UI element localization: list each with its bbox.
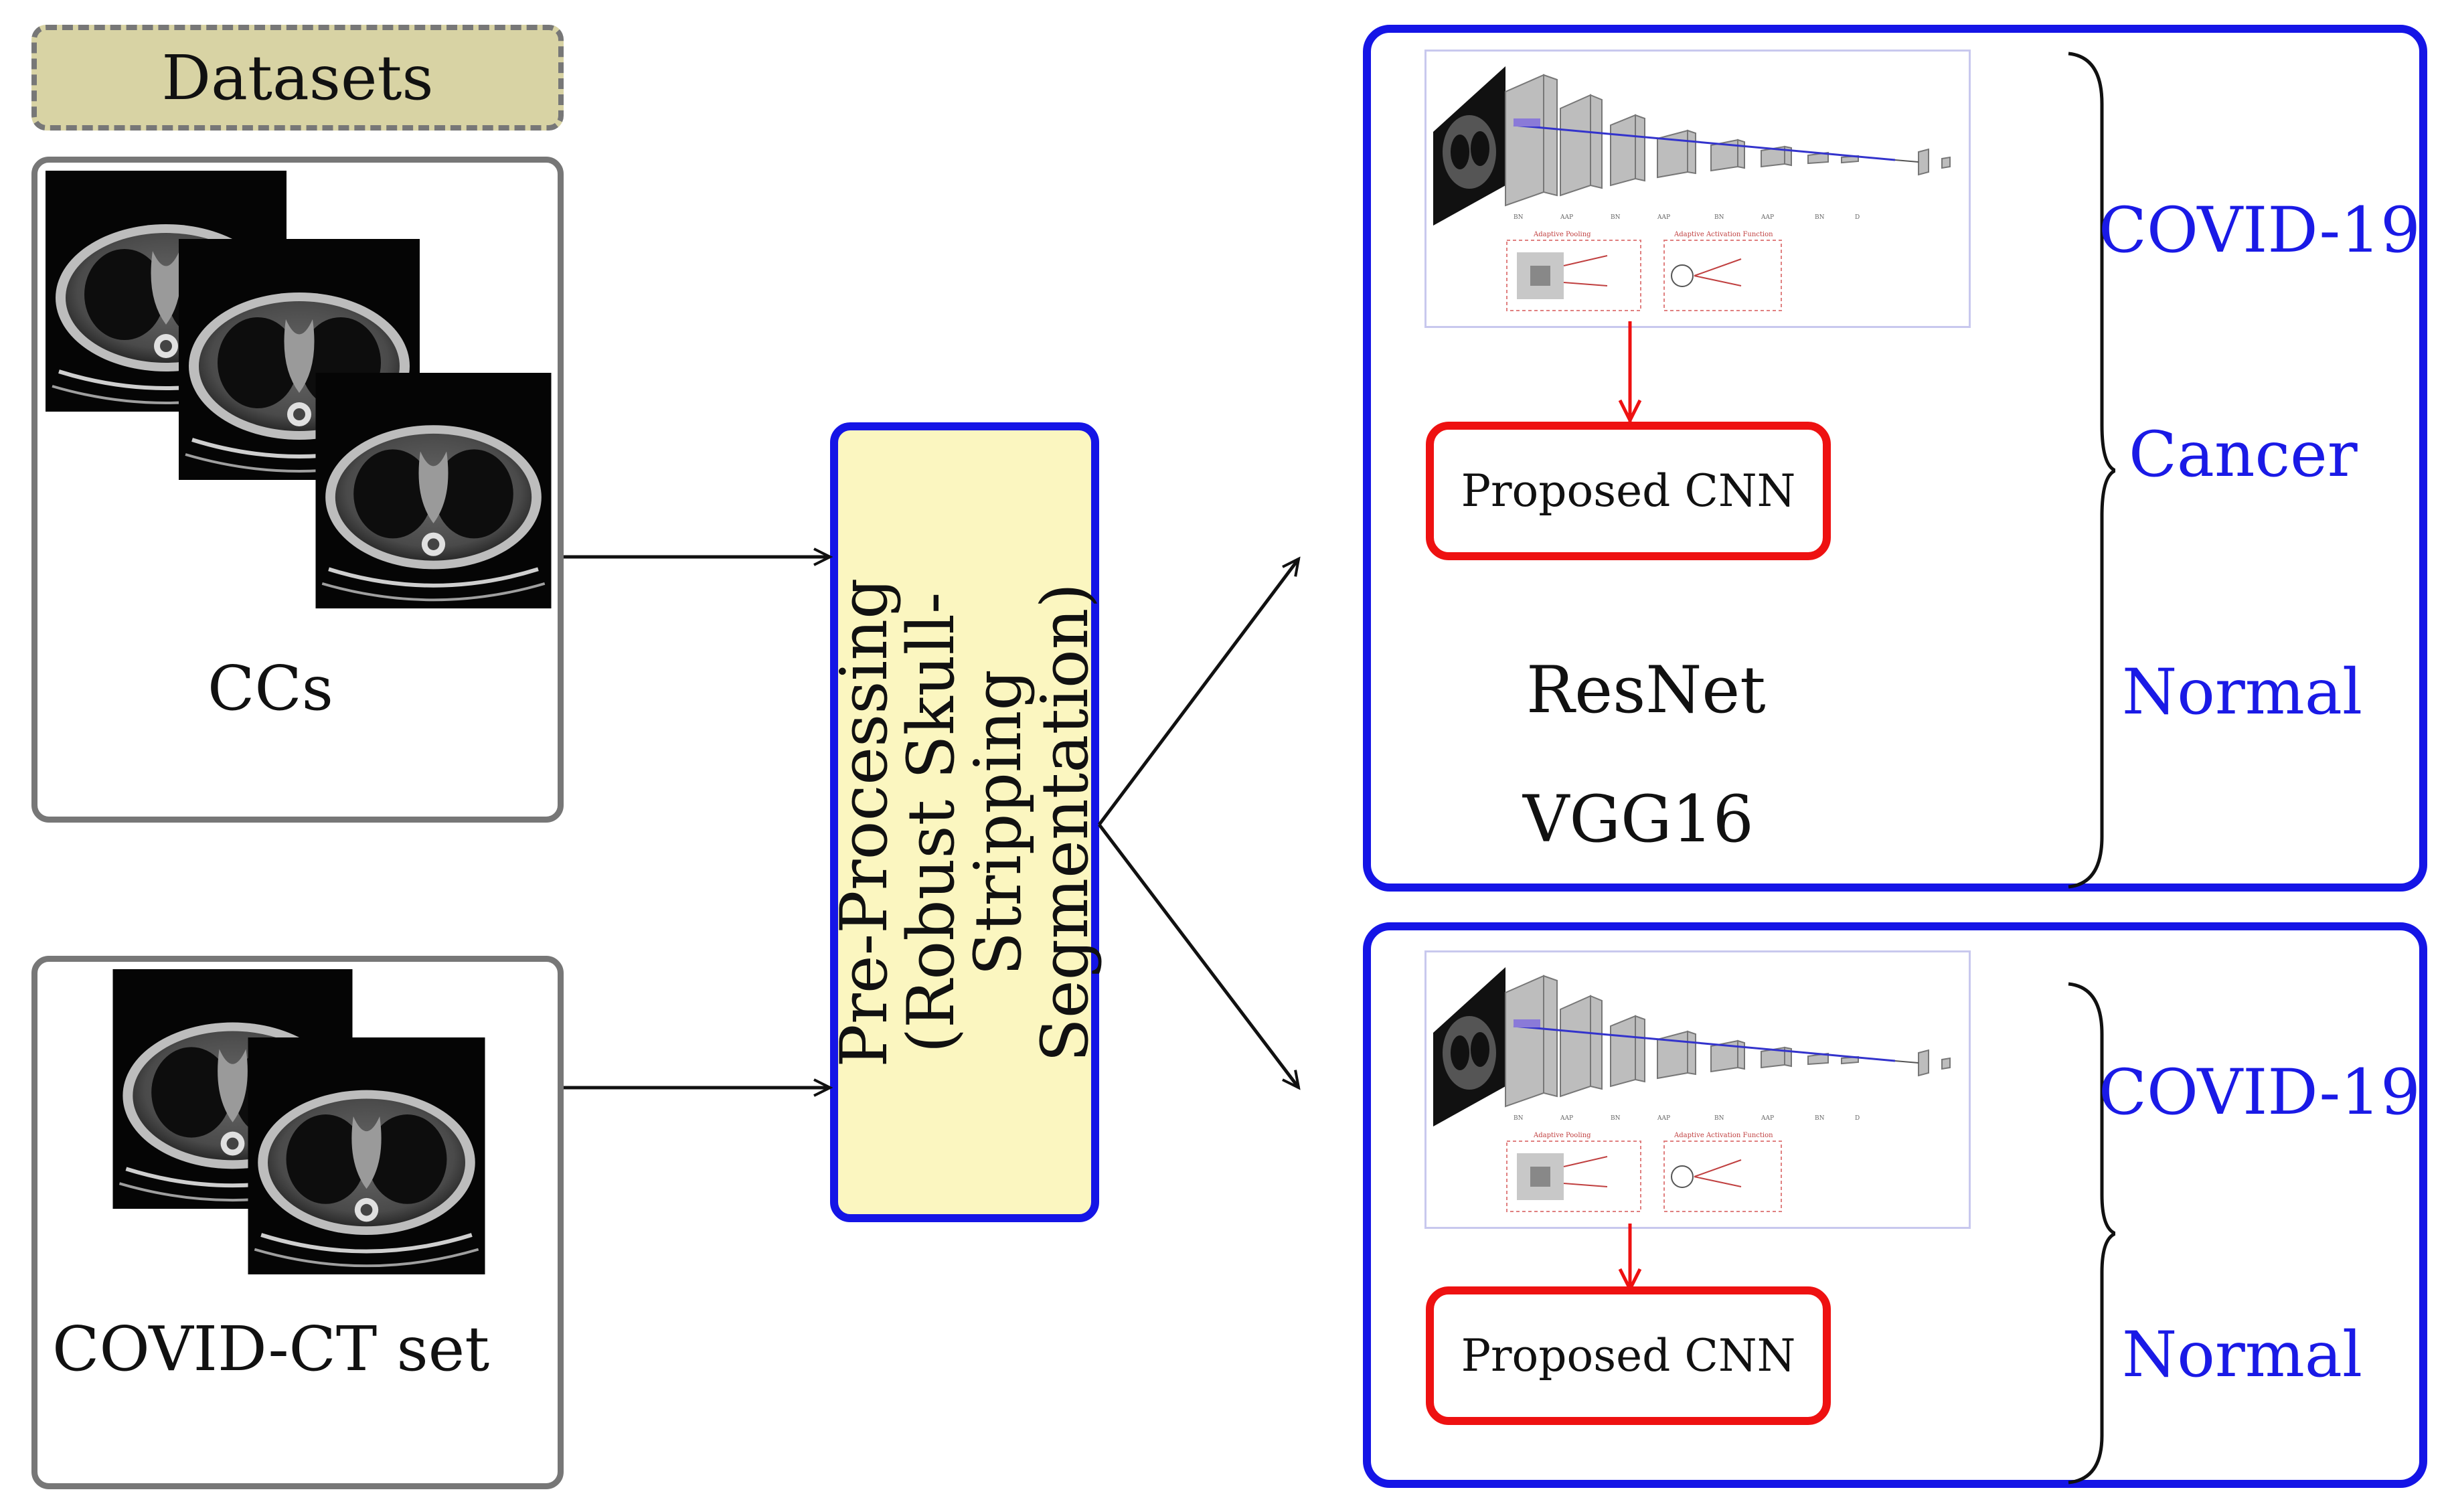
bottom-proposed-cnn-label: Proposed CNN — [1461, 1330, 1796, 1381]
bottom-cnn-architecture-image — [1424, 950, 1971, 1229]
covid-ct-label: COVID-CT set — [52, 1313, 490, 1385]
bottom-class-covid19: COVID-19 — [2099, 1056, 2421, 1129]
top-proposed-cnn-label: Proposed CNN — [1461, 465, 1796, 517]
preprocessing-to-top-arrow — [1098, 559, 1299, 826]
top-cnn-architecture-image — [1424, 50, 1971, 328]
datasets-header-label: Datasets — [161, 41, 434, 114]
bottom-red-arrow — [1618, 1224, 1642, 1290]
top-class-cancer: Cancer — [2129, 418, 2358, 491]
top-red-arrow — [1618, 321, 1642, 422]
bottom-proposed-cnn-box: Proposed CNN — [1426, 1286, 1831, 1425]
ccs-label: CCs — [208, 653, 333, 724]
vgg16-label: VGG16 — [1523, 782, 1754, 857]
top-proposed-cnn-box: Proposed CNN — [1426, 422, 1831, 560]
top-class-covid19: COVID-19 — [2099, 194, 2421, 267]
bottom-curly-brace — [2068, 982, 2115, 1485]
datasets-header: Datasets — [31, 25, 564, 131]
resnet-label: ResNet — [1526, 653, 1766, 728]
top-class-normal: Normal — [2122, 656, 2363, 729]
preprocessing-box: Pre-Processing (Robust Skull- Stripping … — [827, 422, 1103, 1222]
top-curly-brace — [2068, 52, 2115, 889]
bottom-class-normal: Normal — [2122, 1319, 2363, 1392]
preprocessing-to-bottom-arrow — [1098, 823, 1299, 1088]
